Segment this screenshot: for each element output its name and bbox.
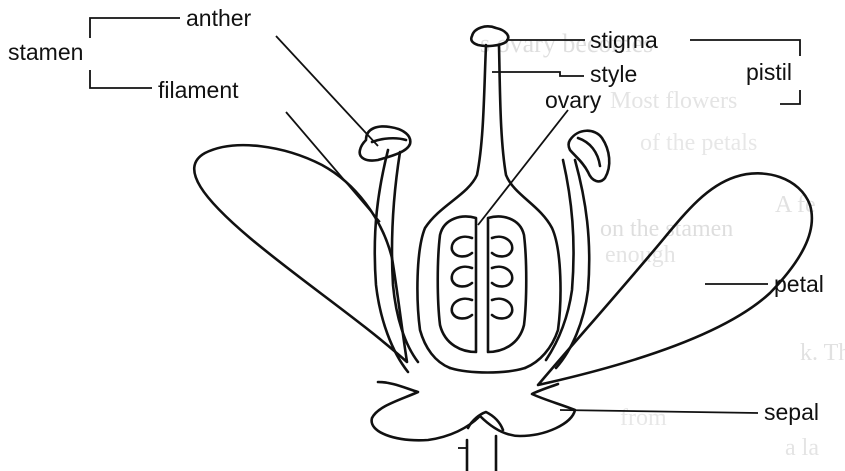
ovule <box>492 267 512 287</box>
filament-label: filament <box>158 77 239 103</box>
stamen-bracket <box>90 70 152 88</box>
show-through-line: Most flowers <box>610 88 737 114</box>
right-petal <box>538 173 812 385</box>
sepal-label: sepal <box>764 399 819 425</box>
filament-leader <box>286 112 380 222</box>
sepals <box>372 382 575 440</box>
ovary-base <box>450 368 525 373</box>
left-anther <box>360 126 411 160</box>
left-filament-inner <box>392 152 418 362</box>
stamen-label: stamen <box>8 39 83 65</box>
style-label: style <box>590 61 637 87</box>
ovule <box>492 299 512 319</box>
stamen-bracket <box>90 18 180 38</box>
stigma-label: stigma <box>590 27 658 53</box>
show-through-line: of the petals <box>640 130 757 156</box>
show-through-line: a la <box>785 435 819 461</box>
ovule <box>452 267 472 287</box>
right-anther <box>569 131 610 182</box>
anther-label: anther <box>186 5 252 31</box>
show-through-line: k. The <box>800 340 845 366</box>
pistil-bracket <box>780 90 800 104</box>
left-anther-groove <box>372 138 406 142</box>
pistil-bracket <box>690 40 800 56</box>
ovule <box>452 299 472 319</box>
petal-label: petal <box>774 271 824 297</box>
ovule <box>492 237 512 257</box>
ovary-label: ovary <box>545 87 602 113</box>
anther-leader <box>276 36 378 146</box>
pistil-label: pistil <box>746 59 792 85</box>
style-leader <box>492 72 584 76</box>
show-through-line: on the stamen <box>600 216 733 242</box>
ovary-leader <box>478 110 568 225</box>
show-through-line: enough <box>605 242 676 268</box>
ovule <box>452 237 472 257</box>
show-through-line: from <box>620 405 667 431</box>
